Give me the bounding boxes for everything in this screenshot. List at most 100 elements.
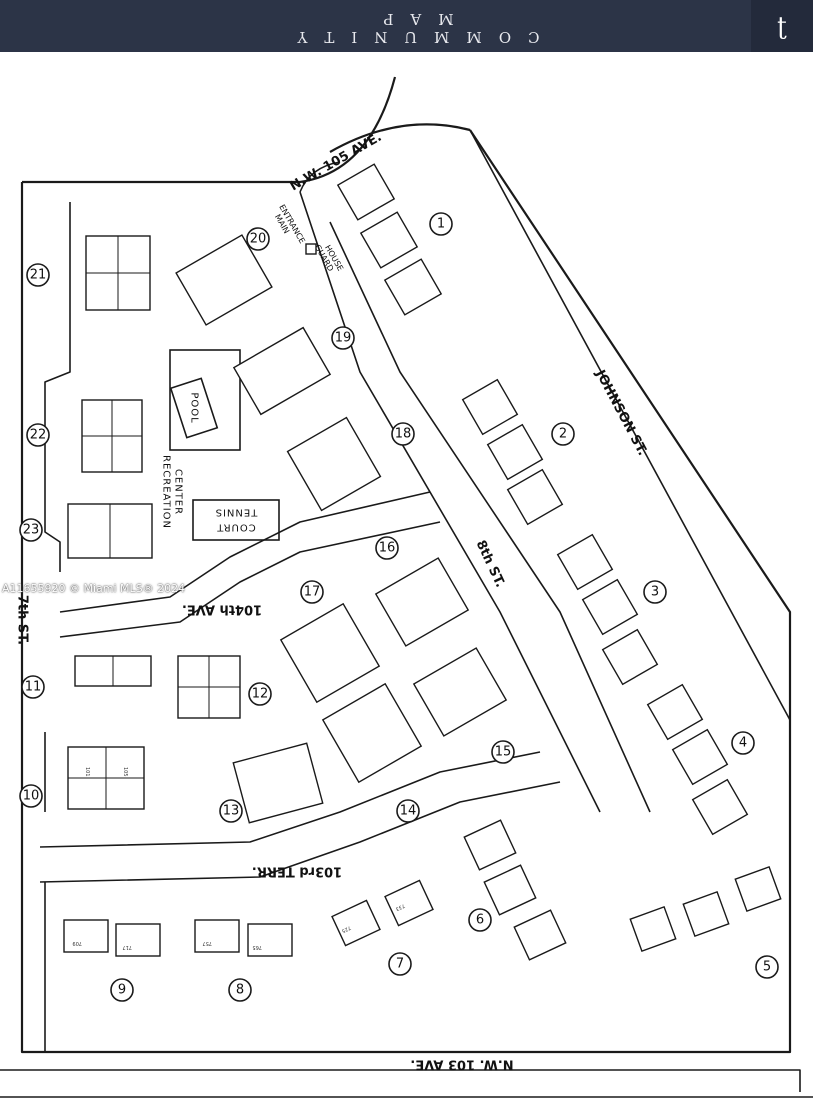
street-nw103: N.W. 103 AVE. — [410, 1057, 513, 1072]
unit-label: 733 — [395, 902, 406, 911]
building-number: 11 — [21, 675, 45, 699]
building-cluster-21 — [85, 235, 151, 311]
unit-label: 105 — [122, 767, 128, 777]
building-cluster-15 — [374, 557, 508, 737]
building-number: 21 — [26, 263, 50, 287]
svg-text:23: 23 — [23, 523, 40, 538]
guard-house — [305, 243, 317, 255]
building-cluster-19 — [232, 326, 332, 416]
svg-text:16: 16 — [379, 541, 396, 556]
svg-text:22: 22 — [30, 428, 47, 443]
building-number: 2 — [551, 422, 575, 446]
building-number: 18 — [391, 422, 415, 446]
svg-text:1: 1 — [437, 217, 445, 232]
svg-text:2: 2 — [559, 427, 567, 442]
building-number: 12 — [248, 682, 272, 706]
building-cluster-9 — [63, 919, 161, 957]
community-map: POOL RECREATION CENTER TENNIS COURT MAIN… — [0, 76, 813, 1098]
svg-text:20: 20 — [250, 232, 267, 247]
pool-outline — [169, 377, 219, 439]
nw103-road-top — [0, 1069, 801, 1092]
building-cluster-6 — [463, 819, 567, 961]
johnson-street-line — [469, 129, 791, 721]
svg-text:10: 10 — [23, 789, 40, 804]
building-cluster-3 — [556, 533, 659, 686]
building-cluster-14 — [279, 602, 423, 784]
svg-text:15: 15 — [495, 745, 512, 760]
svg-text:4: 4 — [739, 736, 747, 751]
logo-icon: ʈ — [751, 0, 813, 52]
unit-label: 101 — [84, 767, 90, 777]
interior-road-104th — [59, 491, 441, 638]
svg-text:13: 13 — [223, 804, 240, 819]
building-cluster-13 — [232, 742, 324, 824]
unit-label: 709 — [72, 940, 82, 946]
header-banner: COMMUNITY MAP ʈ — [0, 0, 813, 52]
building-number: 3 — [643, 580, 667, 604]
building-number: 15 — [491, 740, 515, 764]
building-number: 14 — [396, 799, 420, 823]
street-103rd: 103rd TERR. — [252, 864, 342, 879]
tennis-label-1: TENNIS — [215, 507, 259, 518]
building-number: 6 — [468, 908, 492, 932]
building-cluster-5 — [629, 865, 782, 953]
building-cluster-7 — [331, 879, 434, 947]
unit-label: 765 — [252, 944, 262, 950]
svg-text:14: 14 — [400, 804, 417, 819]
building-number: 10 — [19, 784, 43, 808]
building-cluster-23 — [67, 503, 153, 559]
recreation-area — [169, 349, 241, 451]
building-cluster-8 — [194, 919, 293, 957]
building-number: 9 — [110, 978, 134, 1002]
svg-text:18: 18 — [395, 427, 412, 442]
unit-label: 717 — [122, 944, 132, 950]
street-104th: 104th AVE. — [182, 602, 262, 617]
svg-text:17: 17 — [304, 585, 321, 600]
svg-text:11: 11 — [25, 680, 42, 695]
building-number: 23 — [19, 518, 43, 542]
svg-text:6: 6 — [476, 913, 484, 928]
street-7th: 7th ST. — [15, 595, 30, 645]
building-cluster-20 — [175, 234, 273, 326]
building-number: 19 — [331, 326, 355, 350]
building-cluster-10 — [67, 746, 145, 810]
pool-label: POOL — [189, 392, 200, 423]
building-number: 1 — [429, 212, 453, 236]
west-loop — [44, 202, 71, 1052]
building-number: 20 — [246, 227, 270, 251]
building-number: 4 — [731, 731, 755, 755]
unit-label: 757 — [202, 940, 212, 946]
building-cluster-12 — [177, 655, 241, 719]
building-cluster-11 — [74, 655, 152, 687]
svg-text:8: 8 — [236, 983, 244, 998]
interior-road-103rd — [39, 751, 561, 883]
building-number: 17 — [300, 580, 324, 604]
svg-text:5: 5 — [763, 960, 771, 975]
unit-label: 725 — [341, 924, 352, 933]
building-cluster-22 — [81, 399, 143, 473]
recreation-label-1: RECREATION — [161, 455, 172, 529]
building-number: 5 — [755, 955, 779, 979]
watermark: A11655920 © Miami MLS® 2024 — [2, 582, 186, 595]
svg-text:3: 3 — [651, 585, 659, 600]
svg-text:7: 7 — [396, 957, 404, 972]
street-8th: 8th ST. — [473, 538, 508, 590]
street-johnson: JOHNSON ST. — [592, 367, 650, 459]
svg-text:21: 21 — [30, 268, 47, 283]
tennis-court — [192, 499, 280, 541]
building-cluster-1 — [336, 163, 443, 316]
svg-text:19: 19 — [335, 331, 352, 346]
building-cluster-4 — [646, 683, 749, 836]
building-number: 7 — [388, 952, 412, 976]
svg-text:12: 12 — [252, 687, 269, 702]
building-number: 13 — [219, 799, 243, 823]
recreation-label-2: CENTER — [173, 469, 184, 515]
building-number: 22 — [26, 423, 50, 447]
svg-text:9: 9 — [118, 983, 126, 998]
building-cluster-2 — [461, 378, 564, 526]
tennis-label-2: COURT — [216, 522, 256, 533]
page-title: COMMUNITY MAP — [280, 10, 540, 46]
building-cluster-18 — [286, 416, 382, 512]
building-number: 16 — [375, 536, 399, 560]
building-number: 8 — [228, 978, 252, 1002]
